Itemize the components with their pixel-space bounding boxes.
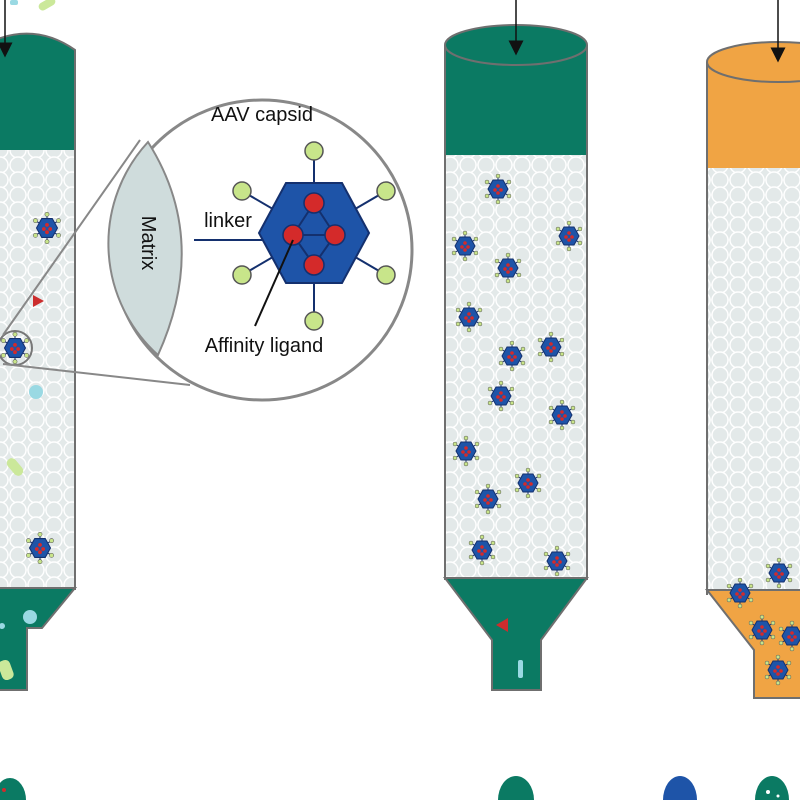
ligand-pointer: [254, 239, 294, 327]
zoom-line-bottom: [2, 363, 191, 386]
label-ligand: Affinity ligand: [205, 335, 324, 357]
label-capsid: AAV capsid: [211, 104, 313, 126]
zoom-inset: AAV capsid linker Matrix Affinity ligand: [107, 98, 414, 402]
column-middle: [442, 0, 589, 691]
column-left: [0, 0, 78, 691]
zoom-line-top: [2, 139, 141, 336]
column-right: [704, 0, 800, 699]
impurity-red-triangle: [496, 618, 508, 632]
capsid-large: [232, 141, 396, 331]
impurity-red-triangle: [33, 295, 44, 307]
bottom-fragments: [0, 776, 789, 805]
matrix-region: [107, 140, 183, 357]
impurity-cyan: [29, 385, 43, 399]
label-matrix: Matrix: [137, 216, 159, 270]
label-linker: linker: [204, 210, 252, 232]
impurity-lime: [38, 0, 56, 11]
